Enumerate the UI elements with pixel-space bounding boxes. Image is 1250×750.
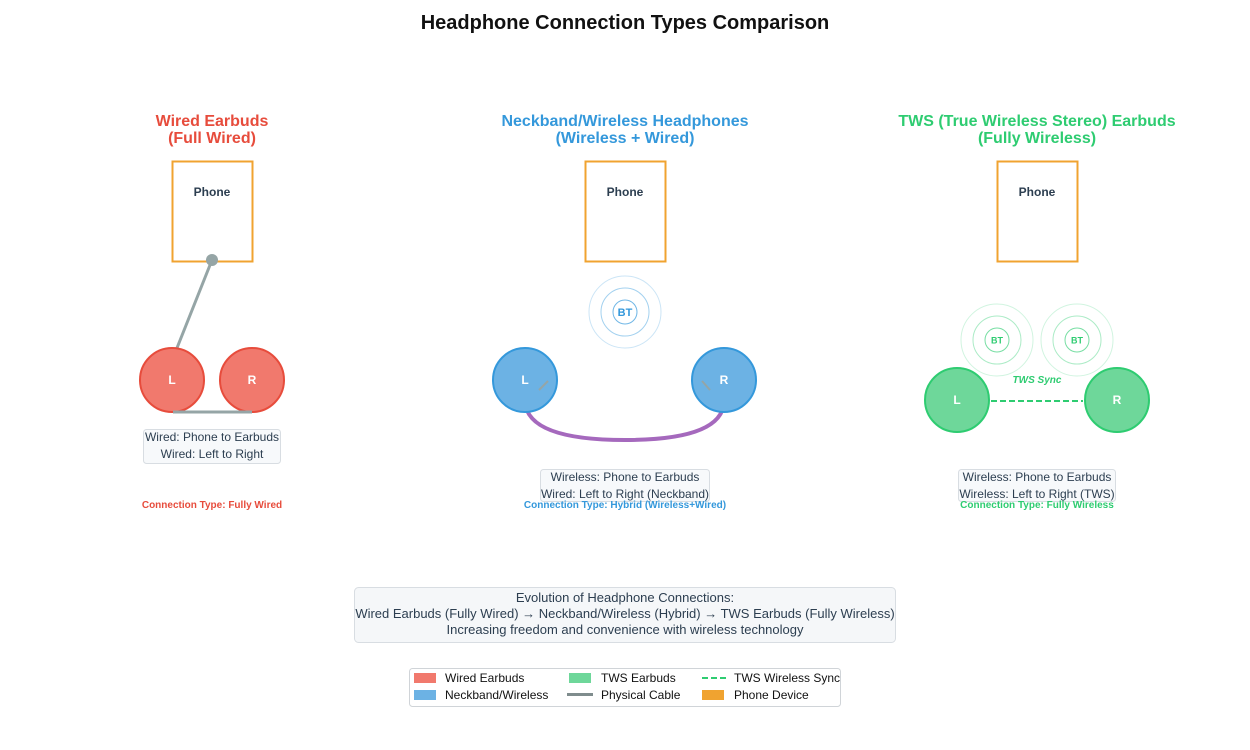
summary-line-2: Wired Earbuds (Fully Wired) → Neckband/W… bbox=[355, 606, 894, 621]
left-earbud-stem bbox=[538, 380, 549, 391]
legend-box bbox=[409, 668, 841, 707]
phone-device bbox=[584, 160, 667, 263]
summary-line-1: Evolution of Headphone Connections: bbox=[516, 590, 734, 605]
left-earbud bbox=[492, 347, 558, 413]
info-line-1: Wireless: Phone to Earbuds bbox=[963, 470, 1112, 484]
info-line-2: Wireless: Left to Right (TWS) bbox=[959, 487, 1114, 501]
phone-device bbox=[996, 160, 1079, 263]
legend-cable-label: Physical Cable bbox=[601, 688, 681, 702]
summary-box bbox=[354, 587, 896, 643]
panel-tws-title-line1: TWS (True Wireless Stereo) Earbuds bbox=[898, 113, 1175, 130]
diagram-title: Headphone Connection Types Comparison bbox=[421, 12, 830, 34]
left-earbud bbox=[139, 347, 205, 413]
legend-wired-swatch bbox=[414, 673, 436, 683]
right-earbud-label: R bbox=[248, 373, 257, 387]
right-earbud-label: R bbox=[1113, 393, 1122, 407]
legend-phone-swatch bbox=[702, 690, 724, 700]
bluetooth-signal-icon bbox=[588, 275, 662, 349]
phone-label: Phone bbox=[1019, 185, 1056, 199]
connection-info-box bbox=[540, 469, 710, 502]
phone-label: Phone bbox=[607, 185, 644, 199]
legend-tws-swatch bbox=[569, 673, 591, 683]
tws-sync-label: TWS Sync bbox=[1013, 375, 1062, 386]
connection-type-label: Connection Type: Hybrid (Wireless+Wired) bbox=[524, 500, 726, 511]
connection-info-box bbox=[958, 469, 1116, 502]
legend-phone-label: Phone Device bbox=[734, 688, 809, 702]
info-line-2: Wired: Left to Right (Neckband) bbox=[541, 487, 709, 501]
panel-tws-title-line2: (Fully Wireless) bbox=[978, 130, 1096, 147]
right-earbud bbox=[691, 347, 757, 413]
info-line-1: Wired: Phone to Earbuds bbox=[145, 430, 279, 444]
bluetooth-right-label: BT bbox=[1071, 336, 1083, 346]
panel-wired: Wired Earbuds (Full Wired) Phone L R Wir… bbox=[139, 113, 285, 511]
legend-wired-label: Wired Earbuds bbox=[445, 671, 524, 685]
legend-sync-label: TWS Wireless Sync bbox=[734, 671, 840, 685]
bluetooth-signal-left-icon bbox=[960, 303, 1034, 377]
right-earbud bbox=[1084, 367, 1150, 433]
legend-tws-label: TWS Earbuds bbox=[601, 671, 676, 685]
phone-jack bbox=[206, 254, 218, 266]
legend-neckband-swatch bbox=[414, 690, 436, 700]
phone-device bbox=[171, 160, 254, 263]
connection-type-label: Connection Type: Fully Wired bbox=[142, 500, 282, 511]
panel-tws: TWS (True Wireless Stereo) Earbuds (Full… bbox=[898, 113, 1175, 511]
cable-phone-to-earbud bbox=[171, 259, 214, 359]
right-earbud-stem bbox=[701, 380, 711, 391]
legend-neckband-label: Neckband/Wireless bbox=[445, 688, 548, 702]
right-earbud-label: R bbox=[720, 373, 729, 387]
panel-neckband: Neckband/Wireless Headphones (Wireless +… bbox=[492, 113, 757, 511]
panel-wired-title-line2: (Full Wired) bbox=[168, 130, 256, 147]
left-earbud-label: L bbox=[168, 373, 175, 387]
panel-wired-title-line1: Wired Earbuds bbox=[156, 113, 269, 130]
phone-label: Phone bbox=[194, 185, 231, 199]
info-line-1: Wireless: Phone to Earbuds bbox=[551, 470, 700, 484]
connection-type-label: Connection Type: Fully Wireless bbox=[960, 500, 1114, 511]
evolution-summary: Evolution of Headphone Connections: Wire… bbox=[354, 587, 896, 643]
left-earbud-label: L bbox=[953, 393, 960, 407]
panel-neckband-title-line2: (Wireless + Wired) bbox=[556, 130, 695, 147]
left-earbud bbox=[924, 367, 990, 433]
left-earbud-label: L bbox=[521, 373, 528, 387]
info-line-2: Wired: Left to Right bbox=[161, 447, 264, 461]
bluetooth-label: BT bbox=[618, 307, 633, 319]
connection-info-box bbox=[143, 429, 281, 464]
bluetooth-signal-right-icon bbox=[1040, 303, 1114, 377]
legend: Wired Earbuds Neckband/Wireless TWS Earb… bbox=[409, 668, 841, 707]
summary-line-3: Increasing freedom and convenience with … bbox=[447, 622, 804, 637]
panel-neckband-title-line1: Neckband/Wireless Headphones bbox=[501, 113, 748, 130]
bluetooth-left-label: BT bbox=[991, 336, 1003, 346]
neckband-cable bbox=[523, 401, 726, 443]
